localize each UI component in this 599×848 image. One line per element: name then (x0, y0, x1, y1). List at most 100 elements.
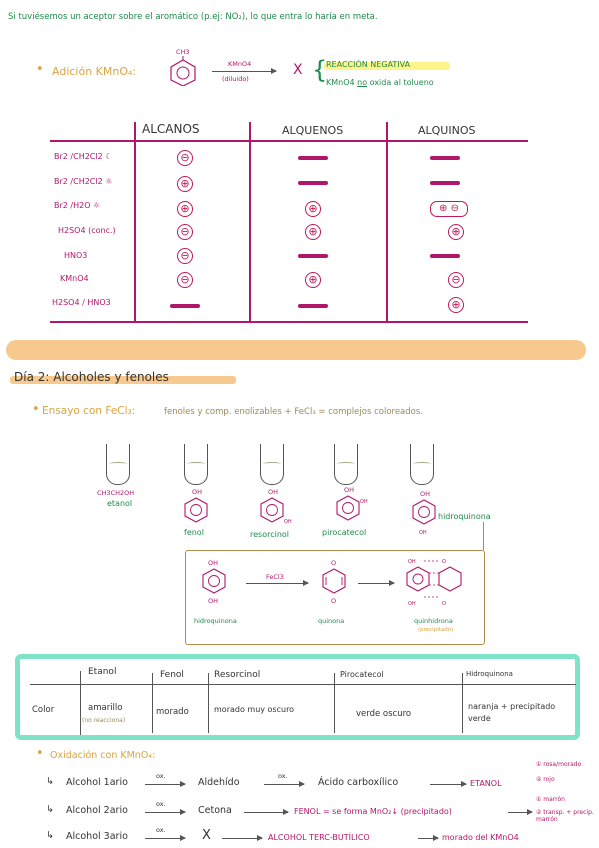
ox-end-3: ALCOHOL TERC-BUTÍLICO (268, 833, 370, 842)
quinona-ring-icon (322, 568, 346, 594)
bullet-dot: • (36, 746, 44, 761)
ox-mid-3: X (202, 828, 211, 843)
header-alquenos: ALQUENOS (282, 124, 344, 137)
box-left-name: hidroquinona (194, 617, 237, 625)
minus-symbol: ⊖ (448, 272, 464, 288)
svg-text:O: O (442, 601, 446, 607)
row-label: KMnO4 (60, 274, 89, 283)
header-alcanos: ALCANOS (142, 122, 200, 136)
test-tube (260, 444, 284, 485)
no-change-mark (170, 304, 200, 308)
svg-text:OH: OH (360, 499, 368, 505)
oh-label: OH (268, 488, 279, 496)
svg-text:OH: OH (408, 559, 416, 565)
ensayo-label: Ensayo con FeCl₃: (42, 405, 136, 417)
benzene-ring-icon: OH (336, 495, 368, 521)
box-mid-name: quinona (318, 617, 345, 625)
ox-mid-2: Cetona (198, 805, 232, 816)
t2-header-hidroquinona: Hidroquinona (466, 670, 513, 678)
row-label: H2SO4 (conc.) (58, 226, 116, 235)
no-change-mark (430, 181, 460, 185)
no-reaction-cross: X (293, 62, 303, 78)
ox-arrow (145, 781, 186, 787)
no-change-mark (298, 304, 328, 308)
minus-symbol: ⊖ (177, 224, 193, 240)
svg-text:O: O (442, 559, 446, 565)
benzene-ring-icon: OH (260, 497, 292, 525)
ox-final-3: morado del KMnO4 (442, 833, 519, 842)
t2-cell-resorcinol: morado muy oscuro (214, 705, 295, 714)
brace: { (312, 56, 328, 84)
ox-mid-1: Aldehído (198, 777, 240, 788)
benzene-ring-icon: OH (412, 499, 436, 536)
plus-symbol: ⊕ (305, 272, 321, 288)
t2-cell-hidroquinona: naranja + precipitado verde (468, 702, 556, 723)
svg-text:OH: OH (408, 601, 416, 607)
box-right-note: (precipitado) (418, 627, 454, 633)
result-line2: KMnO4 no oxida al tolueno (326, 78, 434, 87)
ox-arrow (145, 809, 186, 815)
minus-symbol: ⊖ (177, 150, 193, 166)
oxidacion-label: Oxidación con KMnO₄: (50, 750, 156, 761)
t2-note: (no reacciona) (82, 717, 126, 724)
ox-arrow (430, 781, 467, 787)
t2-cell-etanol: amarillo (88, 703, 123, 713)
oh-label: OH (192, 488, 203, 496)
t2-cell-fenol: morado (156, 707, 189, 717)
adicion-label: Adición KMnO₄: (52, 65, 137, 78)
hidroquinona-ring-icon (202, 568, 226, 594)
test-tube (410, 444, 434, 485)
bullet-dot: • (36, 62, 44, 77)
ox-end-1: Ácido carboxílico (318, 777, 399, 788)
title-highlight (10, 376, 236, 384)
box-reagent: FeCl3 (266, 573, 284, 581)
no-change-mark (298, 156, 328, 160)
side-note: ② rojo (536, 776, 555, 783)
plus-symbol: ⊕ (305, 201, 321, 217)
row-label: Br2 /CH2Cl2 ☼ (54, 177, 113, 186)
minus-symbol: ⊖ (177, 272, 193, 288)
etanol-formula: CH3CH2OH (97, 489, 135, 497)
quinhidrona-box: OH OH hidroquinona FeCl3 O O quinona OH … (185, 550, 485, 645)
no-change-mark (430, 254, 460, 258)
t2-row-label: Color (32, 705, 55, 715)
plus-symbol: ⊕ (177, 176, 193, 192)
ox-arrow (222, 835, 263, 841)
ox-start-2: Alcohol 2ario (66, 805, 128, 816)
no-change-mark (430, 156, 460, 160)
plus-symbol: ⊕ (448, 224, 464, 240)
toluene-ring-icon (170, 56, 196, 86)
ox-arrow (264, 781, 305, 787)
color-results-table: Etanol Fenol Resorcinol Pirocatecol Hidr… (15, 654, 580, 740)
plus-symbol: ⊕ (305, 224, 321, 240)
header-alquinos: ALQUINOS (418, 124, 476, 137)
resorcinol-name: resorcinol (250, 530, 290, 539)
box-arrow (246, 580, 309, 586)
row-label: Br2 /H2O ☼ (54, 201, 101, 210)
side-note: ② transp. + precip. marrón (536, 809, 594, 823)
side-note: ① rosa/morado (536, 761, 582, 768)
ensayo-description: fenoles y comp. enolizables + FeCl₃ = co… (164, 407, 423, 417)
benzene-ring-icon (184, 497, 208, 523)
oh-label: OH (344, 486, 355, 494)
test-tube (334, 444, 358, 485)
plus-minus-symbols: ⊕ ⊖ (430, 201, 468, 217)
section-divider (6, 340, 586, 360)
oh-label: OH (420, 490, 431, 498)
t2-cell-pirocatecol: verde oscuro (356, 709, 412, 719)
svg-text:OH: OH (284, 519, 292, 525)
ox-arrow (145, 835, 186, 841)
condition-label: (diluido) (222, 75, 249, 83)
ox-arrow (418, 835, 439, 841)
ox-start-1: Alcohol 1ario (66, 777, 128, 788)
reaction-arrow (212, 68, 277, 74)
svg-text:OH: OH (419, 530, 427, 536)
ox-final-1: ETANOL (470, 779, 502, 788)
no-change-mark (298, 254, 328, 258)
hidroquinona-name: hidroquinona (438, 512, 491, 521)
side-note: ① marrón (536, 796, 565, 803)
test-tube (184, 444, 208, 485)
ox-arrow (244, 809, 289, 815)
row-label: HNO3 (64, 251, 88, 260)
etanol-name: etanol (107, 499, 133, 508)
